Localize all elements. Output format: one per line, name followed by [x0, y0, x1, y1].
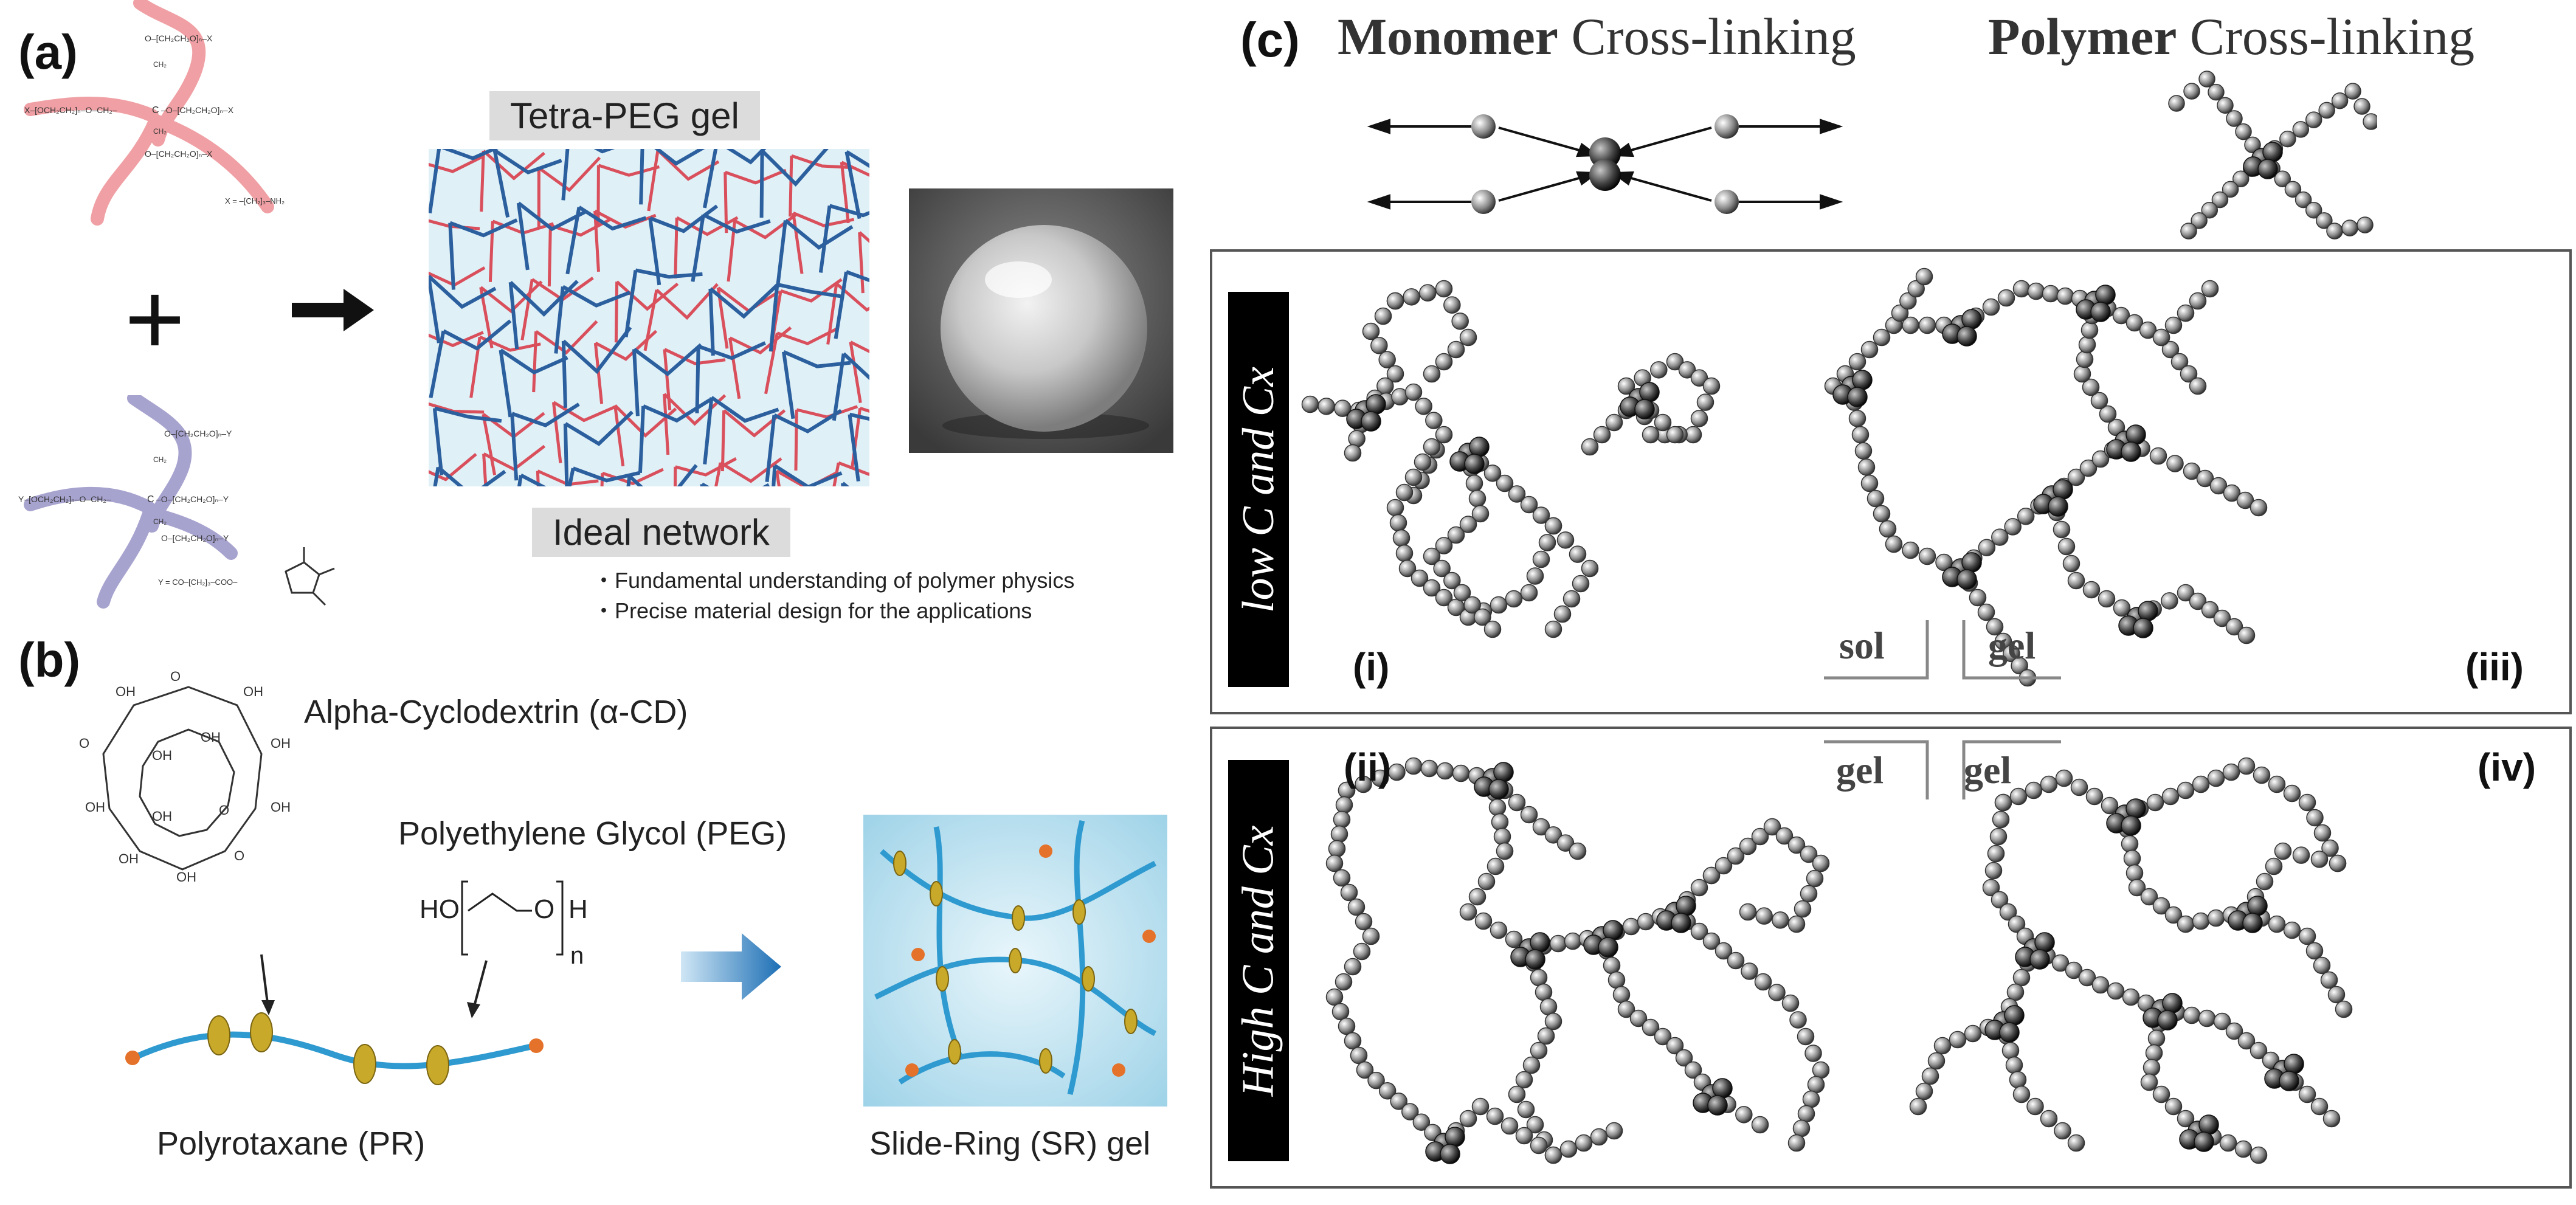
plus-sign: + — [125, 261, 185, 377]
monomer-crosslinking-heading: Monomer Cross-linking — [1338, 6, 1856, 67]
bullet-1: ・Fundamental understanding of polymer ph… — [593, 568, 1075, 593]
gel-sphere-photo — [909, 188, 1173, 453]
peg-label: Polyethylene Glycol (PEG) — [398, 815, 787, 852]
arm-top-right — [133, 0, 205, 147]
svg-text:OH: OH — [119, 851, 139, 866]
sol-gel-corner-marks — [1824, 620, 2061, 680]
svg-text:Y–[OCH₂CH₂]ₙ–O–CH₂–: Y–[OCH₂CH₂]ₙ–O–CH₂– — [18, 494, 111, 504]
svg-text:O: O — [234, 848, 244, 863]
svg-text:OH: OH — [176, 869, 196, 885]
bullet-2: ・Precise material design for the applica… — [593, 598, 1032, 623]
monomer-bold: Monomer — [1338, 7, 1558, 66]
monomer-crosslink-icon — [1367, 114, 1843, 214]
peg-formula: HO O H n — [420, 880, 588, 969]
polymer-crosslinking-heading: Polymer Cross-linking — [1988, 6, 2474, 67]
svg-text:HO: HO — [420, 894, 460, 924]
slide-ring-gel-label: Slide-Ring (SR) gel — [869, 1125, 1151, 1162]
alpha-cyclodextrin-structure: O OH OH OH O OH OH OH O OH OH OH O OH — [79, 669, 291, 885]
arm-bottom-left — [91, 115, 162, 226]
svg-text:O–[CH₂CH₂O]ₙ–Y: O–[CH₂CH₂O]ₙ–Y — [164, 429, 232, 438]
arm-left — [24, 97, 159, 122]
slide-ring-gel-image — [863, 815, 1167, 1107]
polyrotaxane-label: Polyrotaxane (PR) — [157, 1125, 426, 1162]
svg-text:OH: OH — [271, 736, 291, 751]
cd-threading-arrows — [260, 954, 488, 1018]
row-high-label: High C and Cx — [1228, 760, 1289, 1161]
svg-text:H: H — [568, 894, 588, 924]
sol-label: sol — [1839, 624, 1885, 667]
chem-substituent: X = –[CH₂]₃–NH₂ — [225, 196, 285, 205]
polymer-rest: Cross-linking — [2177, 7, 2475, 66]
row-low-label: low C and Cx — [1228, 292, 1289, 687]
svg-text:OH: OH — [85, 799, 105, 815]
chem-arm-right: –O–[CH₂CH₂O]ₙ–X — [161, 105, 234, 115]
tetra-peg-gel-title: Tetra-PEG gel — [489, 91, 760, 140]
gel-gel-corner-marks — [1824, 740, 2061, 799]
svg-text:–O–[CH₂CH₂O]ₙ–Y: –O–[CH₂CH₂O]ₙ–Y — [156, 494, 229, 504]
chem-arm-left: X–[OCH₂CH₂]ₙ–O–CH₂– — [24, 105, 117, 115]
chem-ch2-top: CH₂ — [153, 60, 167, 69]
polymer-crosslink-icon — [2168, 71, 2377, 240]
panel-c-label: (c) — [1240, 13, 1300, 67]
row-high-frame — [1210, 727, 2572, 1189]
gel-label-2: gel — [1836, 748, 1884, 792]
label-iv: (iv) — [2478, 745, 2536, 789]
polyrotaxane-image — [125, 1012, 544, 1085]
alpha-cd-label: Alpha-Cyclodextrin (α-CD) — [304, 694, 688, 730]
chem-center: C — [152, 105, 159, 116]
polymer-bold: Polymer — [1988, 7, 2177, 66]
chem-arm-top: O–[CH₂CH₂O]ₙ–X — [145, 33, 213, 43]
svg-text:OH: OH — [152, 748, 172, 763]
tetra-peg-nhs-structure: O–[CH₂CH₂O]ₙ–Y CH₂ Y–[OCH₂CH₂]ₙ–O–CH₂– C… — [18, 395, 335, 609]
svg-text:C: C — [147, 494, 154, 505]
svg-text:OH: OH — [152, 809, 172, 824]
svg-text:OH: OH — [116, 684, 136, 699]
svg-text:Y = CO–[CH₂]₃–COO–: Y = CO–[CH₂]₃–COO– — [158, 578, 238, 587]
ideal-network-label: Ideal network — [532, 508, 790, 557]
svg-text:OH: OH — [243, 684, 263, 699]
label-ii: (ii) — [1344, 745, 1392, 789]
label-iii: (iii) — [2465, 645, 2524, 689]
chem-arm-bottom: O–[CH₂CH₂O]ₙ–X — [145, 149, 213, 159]
svg-text:OH: OH — [271, 799, 291, 815]
svg-text:O–[CH₂CH₂O]ₙ–Y: O–[CH₂CH₂O]ₙ–Y — [161, 533, 229, 543]
arm-bottom-right — [151, 115, 274, 213]
gel-label-3: gel — [1964, 748, 2012, 792]
row-low-network — [1301, 268, 2268, 687]
row-low-frame — [1210, 249, 2572, 714]
svg-text:O: O — [79, 736, 89, 751]
gel-label-1: gel — [1988, 624, 2036, 667]
monomer-rest: Cross-linking — [1558, 7, 1856, 66]
chem-ch2-bottom: CH₂ — [153, 127, 167, 136]
panel-a-bullets: ・Fundamental understanding of polymer ph… — [593, 565, 1074, 626]
svg-text:O: O — [219, 803, 229, 818]
right-arrow-icon — [292, 289, 374, 331]
row-high-network — [1325, 757, 2353, 1164]
svg-text:OH: OH — [201, 730, 221, 745]
svg-text:n: n — [570, 942, 584, 969]
svg-text:O: O — [534, 894, 554, 924]
panel-b-label: (b) — [18, 633, 81, 687]
svg-text:CH₂: CH₂ — [153, 455, 167, 464]
svg-text:CH₂: CH₂ — [153, 517, 167, 526]
blue-arrow-icon — [681, 933, 781, 1000]
svg-text:O: O — [170, 669, 181, 684]
panel-a-label: (a) — [18, 25, 78, 79]
tetra-peg-amine-structure: O–[CH₂CH₂O]ₙ–X CH₂ X–[OCH₂CH₂]ₙ–O–CH₂– C… — [24, 0, 285, 226]
label-i: (i) — [1353, 645, 1390, 689]
tetra-peg-network-image — [429, 149, 869, 486]
